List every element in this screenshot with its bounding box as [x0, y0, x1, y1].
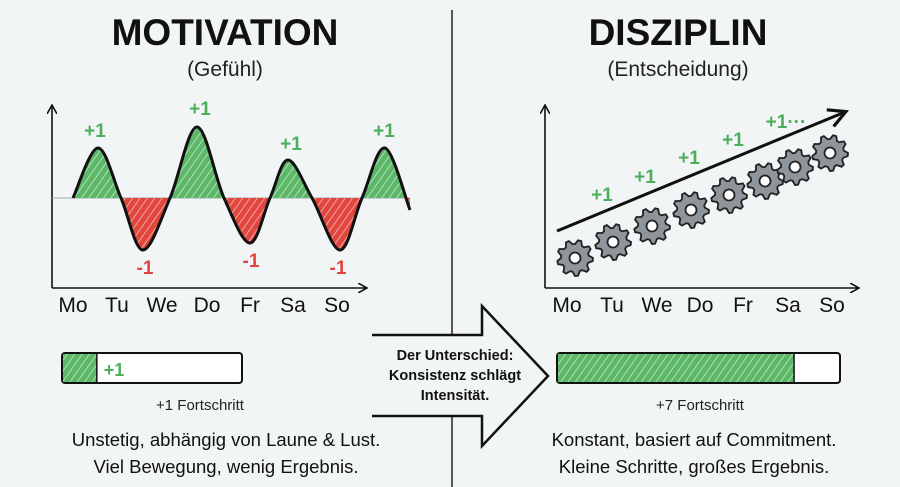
day-label: So — [324, 294, 350, 317]
gear-hole — [568, 251, 582, 265]
gear-hole — [788, 160, 802, 174]
day-label: Tu — [600, 294, 624, 317]
motivation-summary-line-1: Unstetig, abhängig von Laune & Lust. — [72, 429, 381, 450]
day-label: Fr — [733, 294, 753, 317]
plus-label: +1 — [678, 148, 700, 169]
gears — [556, 134, 849, 277]
center-arrow: Der Unterschied: Konsistenz schlägt Inte… — [372, 302, 550, 450]
motivation-subtitle: (Gefühl) — [187, 58, 263, 81]
progress-fill — [558, 354, 795, 382]
gear-hole — [722, 188, 736, 202]
day-label: Do — [194, 294, 221, 317]
motivation-summary-line-2: Viel Bewegung, wenig Ergebnis. — [94, 456, 359, 477]
motivation-wave — [71, 125, 412, 252]
plus-label: +1 — [722, 130, 744, 151]
gear-hole — [645, 219, 659, 233]
motivation-progress: +1 +1 Fortschritt — [61, 352, 245, 414]
negative-area — [73, 198, 410, 250]
day-label: Mo — [552, 294, 581, 317]
gear-hole — [606, 235, 620, 249]
motivation-title: MOTIVATION — [112, 12, 339, 53]
plus-label: +1 — [189, 99, 211, 120]
day-label: Mo — [58, 294, 87, 317]
center-line-3: Intensität. — [421, 388, 489, 404]
progress-caption: +7 Fortschritt — [656, 397, 745, 414]
disziplin-summary-line-2: Kleine Schritte, großes Ergebnis. — [559, 456, 829, 477]
plus-label: +1 — [280, 134, 302, 155]
plus-label: +1 — [634, 167, 656, 188]
gear-hole — [823, 146, 837, 160]
gear-hole — [758, 174, 772, 188]
plus-label: +1 — [591, 185, 613, 206]
minus-label: -1 — [243, 251, 260, 272]
disziplin-chart: +1 +1 +1 +1 +1··· Mo Tu We Do Fr Sa So — [545, 106, 858, 317]
day-label: So — [819, 294, 845, 317]
positive-area — [73, 127, 410, 198]
disziplin-summary-line-1: Konstant, basiert auf Commitment. — [552, 429, 837, 450]
disziplin-subtitle: (Entscheidung) — [607, 58, 748, 81]
disziplin-title: DISZIPLIN — [589, 12, 768, 53]
day-label: We — [146, 294, 177, 317]
day-label: Tu — [105, 294, 129, 317]
minus-label: -1 — [330, 258, 347, 279]
plus-label: +1 — [84, 121, 106, 142]
gear-hole — [684, 203, 698, 217]
progress-fill — [63, 354, 97, 382]
day-label: Sa — [775, 294, 801, 317]
progress-label: +1 — [104, 360, 125, 380]
center-line-2: Konsistenz schlägt — [389, 368, 521, 384]
plus-label: +1 — [373, 121, 395, 142]
day-label: Sa — [280, 294, 306, 317]
plus-label: +1··· — [766, 112, 807, 133]
day-label: We — [641, 294, 672, 317]
arrow-shape — [372, 302, 550, 450]
day-label: Fr — [240, 294, 260, 317]
motivation-chart: +1 +1 +1 +1 -1 -1 -1 Mo Tu We Do Fr Sa S… — [52, 99, 412, 317]
trend-arrow — [556, 112, 845, 233]
minus-label: -1 — [137, 258, 154, 279]
center-line-1: Der Unterschied: — [397, 348, 514, 364]
progress-caption: +1 Fortschritt — [156, 397, 245, 414]
disziplin-progress: +7 Fortschritt — [556, 352, 841, 414]
day-label: Do — [687, 294, 714, 317]
